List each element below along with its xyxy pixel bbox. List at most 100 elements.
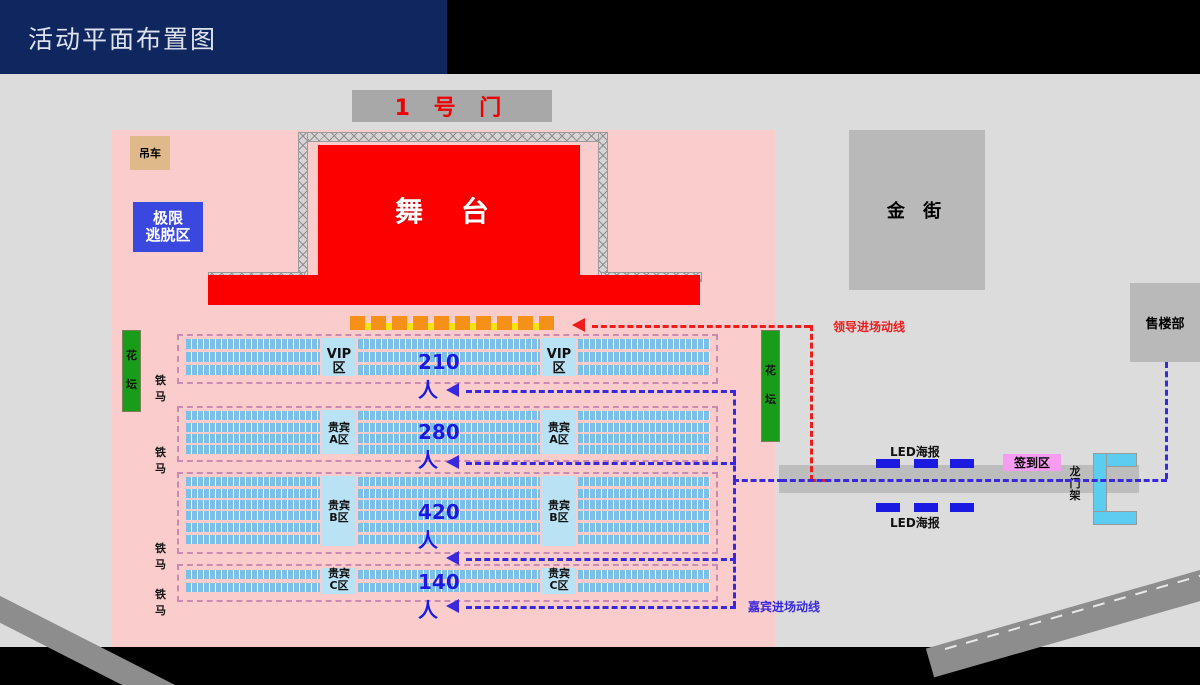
seat-row bbox=[186, 365, 320, 375]
guest-route-riser-c bbox=[733, 558, 736, 607]
zone-label-vip-right: VIP 区 bbox=[542, 347, 576, 377]
zone-label-c-left: 贵宾 C区 bbox=[322, 567, 356, 593]
gantry-bottom-beam bbox=[1093, 511, 1137, 525]
seat-row bbox=[578, 434, 710, 443]
seat-row bbox=[358, 535, 540, 544]
seat-row bbox=[578, 423, 710, 432]
seat-row bbox=[578, 570, 710, 579]
capacity-b: 420人 bbox=[418, 500, 460, 552]
sofa-seat bbox=[518, 316, 533, 330]
guest-route-arrow-c bbox=[446, 599, 459, 613]
seat-row bbox=[186, 339, 320, 349]
stage-label: 舞 台 bbox=[395, 195, 503, 228]
seat-row bbox=[358, 523, 540, 532]
crane-label: 吊车 bbox=[139, 147, 161, 160]
zone-label-vip-right-l2: 区 bbox=[552, 361, 566, 377]
zone-label-vip-left-l1: VIP bbox=[326, 347, 352, 362]
seat-row bbox=[358, 489, 540, 498]
seat-row bbox=[578, 339, 710, 349]
seat-row bbox=[358, 352, 540, 362]
guest-route-riser-b bbox=[733, 479, 736, 559]
flowerbed-right-char2: 坛 bbox=[765, 393, 776, 406]
seat-row bbox=[186, 434, 320, 443]
sofa-seat bbox=[371, 316, 386, 330]
sofa-seat bbox=[392, 316, 407, 330]
check-in-zone: 签到区 bbox=[1003, 454, 1061, 471]
seat-row bbox=[358, 365, 540, 375]
aisle-a-left bbox=[322, 410, 356, 454]
zone-label-c-right-l1: 贵宾 bbox=[548, 567, 570, 580]
gantry-char3: 架 bbox=[1069, 489, 1081, 503]
guest-route-label: 嘉宾进场动线 bbox=[748, 600, 821, 614]
leader-route-segment-vertical bbox=[810, 325, 813, 481]
seat-row bbox=[186, 477, 320, 486]
sofa-connector bbox=[491, 323, 497, 330]
aisle-vip-left bbox=[322, 338, 356, 376]
seat-row bbox=[186, 411, 320, 420]
sofa-connector bbox=[428, 323, 434, 330]
seat-row bbox=[186, 523, 320, 532]
zone-label-vip-left-l2: 区 bbox=[332, 361, 346, 377]
sofa-connector bbox=[533, 323, 539, 330]
led-poster-bottom-label: LED海报 bbox=[890, 516, 940, 530]
led-poster-top-3 bbox=[950, 459, 974, 468]
seat-row bbox=[578, 500, 710, 509]
seat-row bbox=[358, 477, 540, 486]
zone-label-a-left-l1: 贵宾 bbox=[328, 421, 350, 434]
guest-route-branch-vip bbox=[466, 390, 736, 393]
seat-row bbox=[186, 511, 320, 520]
title-bar bbox=[0, 0, 447, 74]
sofa-seat bbox=[434, 316, 449, 330]
zone-label-b-right-l2: B区 bbox=[549, 511, 569, 525]
seat-row bbox=[186, 352, 320, 362]
zone-label-c-right-l2: C区 bbox=[549, 579, 569, 593]
stage-main-platform bbox=[318, 145, 580, 275]
guest-route-branch-c bbox=[466, 606, 736, 609]
seat-row bbox=[186, 445, 320, 454]
sofa-seat bbox=[476, 316, 491, 330]
leader-route-arrow bbox=[572, 318, 585, 332]
seat-row bbox=[358, 500, 540, 509]
sofa-connector bbox=[365, 323, 371, 330]
aisle-a-right bbox=[542, 410, 576, 454]
escape-zone-label-line2: 逃脱区 bbox=[145, 226, 191, 244]
seat-row bbox=[358, 583, 540, 592]
zone-label-a-right: 贵宾 A区 bbox=[542, 421, 576, 446]
guest-route-arrow-vip bbox=[446, 383, 459, 397]
guest-route-spine bbox=[1165, 362, 1168, 479]
led-poster-top-1 bbox=[876, 459, 900, 468]
seat-row bbox=[578, 535, 710, 544]
seat-row bbox=[358, 570, 540, 579]
gate-1: 1 号 门 bbox=[352, 90, 552, 122]
escape-zone-box: 极限 逃脱区 bbox=[133, 202, 203, 252]
seat-row bbox=[578, 477, 710, 486]
seat-row bbox=[186, 570, 320, 579]
gantry-label: 龙 门 架 bbox=[1069, 465, 1081, 503]
guest-route-branch-a bbox=[466, 462, 736, 465]
flowerbed-left-char1: 花 bbox=[126, 349, 137, 363]
aisle-c-left bbox=[322, 568, 356, 594]
zone-label-a-left: 贵宾 A区 bbox=[322, 421, 356, 447]
led-poster-bottom-3 bbox=[950, 503, 974, 512]
zone-label-c-left-l2: C区 bbox=[329, 579, 349, 593]
zone-label-b-left-l2: B区 bbox=[329, 511, 349, 525]
seat-row bbox=[578, 489, 710, 498]
seat-row bbox=[186, 423, 320, 432]
seat-row bbox=[358, 445, 540, 454]
seat-row bbox=[578, 511, 710, 520]
zone-label-c-left-l1: 贵宾 bbox=[328, 567, 350, 580]
zone-label-a-left-l2: A区 bbox=[329, 433, 349, 447]
sofa-connector bbox=[512, 323, 518, 330]
led-poster-top-label: LED海报 bbox=[890, 445, 940, 459]
seat-row bbox=[358, 423, 540, 432]
escape-zone-label-line1: 极限 bbox=[152, 208, 183, 227]
led-poster-bottom-1 bbox=[876, 503, 900, 512]
stage-apron bbox=[208, 275, 700, 305]
seat-row bbox=[186, 583, 320, 592]
sofa-connector bbox=[470, 323, 476, 330]
leader-route-segment-top bbox=[592, 325, 810, 328]
seat-row bbox=[578, 365, 710, 375]
flowerbed-left: 花 坛 bbox=[122, 330, 141, 412]
sofa-connector bbox=[407, 323, 413, 330]
